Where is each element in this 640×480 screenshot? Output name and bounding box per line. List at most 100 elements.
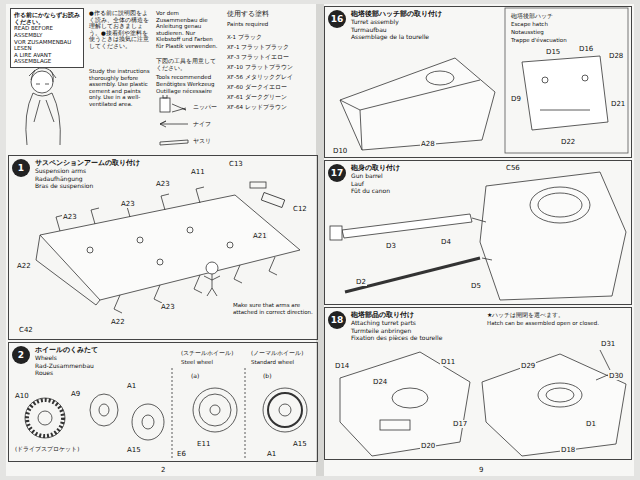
step-number: 2 [12,346,30,364]
part-number: D14 [334,362,350,370]
instruction-text: Outillage nécessaire [155,88,213,95]
instruction-text: Benötigtes Werkzeug [155,81,216,88]
instruction-text: ●作る前に説明図をよく読み、全体の構造を理解しておきましょう。●接着剤や塗料を使… [88,10,152,50]
instruction-text: 下図の工具を用意してください。 [155,58,221,71]
part-number: A23 [155,180,171,188]
part-number: D29 [520,362,536,370]
heading-text: Turmteile anbringen [351,327,627,334]
heading-text: Gun barrel [351,172,627,179]
instruction-text: Standard wheel [250,359,295,366]
instruction-text: XF-60 ダークイエロー [226,84,288,91]
step-number-text: 18 [331,315,344,326]
part-number: A21 [252,232,268,240]
part-number: C42 [18,326,34,334]
instruction-text: (ノーマルホイール) [250,350,304,357]
part-number: D3 [385,242,397,250]
part-number: A9 [70,390,81,398]
part-number: D2 [355,278,367,286]
step-panel: 砲塔部品の取り付けAttaching turret partsTurmteile… [324,307,632,460]
part-number: A1 [126,382,137,390]
heading-text: Fixation des pièces de tourelle [351,334,627,341]
instruction-text: Notausstieg [510,29,545,36]
part-number: A23 [120,200,136,208]
instruction-text: XF-1 フラットブラック [226,44,290,51]
left-page [6,4,318,476]
part-number: D22 [560,138,576,146]
part-number: D10 [332,147,348,155]
part-number: D9 [510,95,522,103]
part-number: C13 [228,160,244,168]
part-number: D30 [608,372,624,380]
instruction-text: 2 [160,466,166,474]
part-number: A23 [160,303,176,311]
instruction-text: XF-10 フラットブラウン [226,64,294,71]
part-number: D28 [608,52,624,60]
part-number: D24 [372,378,388,386]
instruction-text: Hatch can be assembled open or closed. [486,320,628,327]
part-number: C56 [505,164,521,172]
instruction-text: XF-61 ダークグリーン [226,94,288,101]
step-number-text: 1 [18,163,24,174]
instruction-text: Paints required [226,21,269,28]
part-number: A28 [420,140,436,148]
part-number: A10 [14,392,30,400]
heading-text: 砲身の取り付け [351,164,627,172]
heading-text: Turret assembly [351,18,627,25]
step-number-text: 16 [331,14,344,25]
part-number: A22 [110,318,126,326]
instruction-text: 9 [478,466,484,474]
instruction-text: 砲塔後部ハッチ [510,12,554,19]
heading-text: Radaufhängung [35,175,313,182]
heading-text: 作る前にかならずお読みください。 [14,11,80,25]
heading-text: Suspension arms [35,167,313,174]
heading-text: Lauf [351,180,627,187]
instruction-text: Trappe d'évacuation [510,37,568,44]
part-number: C12 [292,205,308,213]
instruction-text: Escape hatch [510,21,549,28]
step-number-text: 2 [18,350,24,361]
part-number: A15 [126,446,142,454]
instruction-text: (スチールホイール) [180,350,234,357]
part-number: E6 [176,450,187,458]
instruction-text: Study the instructions thoroughly before… [88,68,152,108]
instruction-text: XF-56 メタリックグレイ [226,74,294,81]
part-number: D31 [600,340,616,348]
heading-text: READ BEFORE ASSEMBLY [14,25,80,38]
instruction-text: Vor dem Zusammenbau die Anleitung genau … [155,10,221,50]
part-number: D5 [470,282,482,290]
right-page [322,4,634,476]
instruction-text: X-1 ブラック [226,34,263,41]
line-art [25,8,628,458]
part-number: A15 [292,440,308,448]
heading-text: Fût du canon [351,187,627,194]
step-number: 1 [12,159,30,177]
part-number: D16 [578,45,594,53]
part-number: D18 [560,446,576,454]
heading-text: Assemblage de la tourelle [351,33,627,40]
part-number: D11 [440,358,456,366]
instruction-text: ナイフ [192,121,212,128]
step-number-text: 17 [331,168,344,179]
instruction-text: ★ハッチは開閉を選べます。 [486,311,565,318]
part-number: D20 [420,442,436,450]
instruction-text: ニッパー [192,104,218,111]
part-number: A23 [62,213,78,221]
instruction-text: 使用する塗料 [226,10,270,18]
instruction-text: Steel wheel [180,359,214,366]
instruction-text: (b) [262,372,273,379]
heading-text: サスペンションアームの取り付け [35,159,313,167]
heading-text: Bras de suspension [35,182,313,189]
heading-text: Turmaufbau [351,26,627,33]
instruction-text: XF-64 レッドブラウン [226,104,288,111]
heading-text: VOR ZUSAMMENBAU LESEN [14,39,80,52]
part-number: D21 [610,100,626,108]
instruction-text: Tools recommended [155,74,212,81]
part-number: D15 [545,48,561,56]
part-number: A1 [266,450,277,458]
step-number: 17 [328,164,346,182]
instruction-text: (ドライブスプロケット) [14,446,80,453]
instruction-text: ヤスリ [192,138,212,145]
instruction-text: Make sure that arms are attached in corr… [232,302,314,315]
step-number: 16 [328,10,346,28]
notice-box: 作る前にかならずお読みください。READ BEFORE ASSEMBLYVOR … [10,8,84,68]
